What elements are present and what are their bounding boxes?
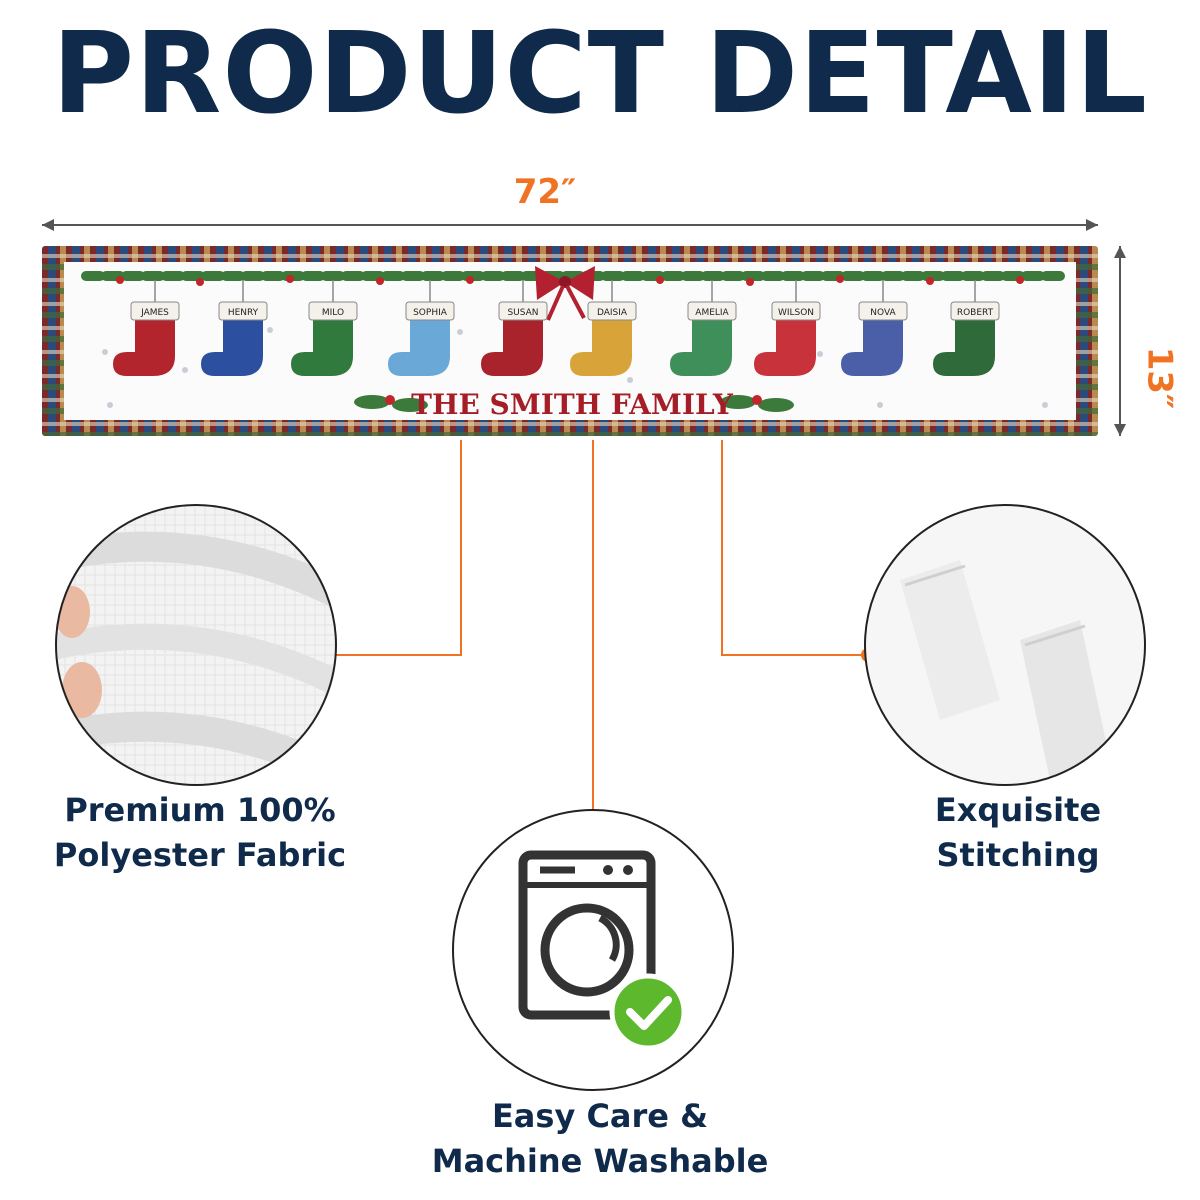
stocking-name: SUSAN	[507, 308, 538, 318]
stockings: JAMES HENRY MILO SOPHIA SUSAN DAISIA AMELIA WIL…	[113, 280, 1000, 376]
stitching-closeup-image	[864, 504, 1146, 786]
checkmark-icon	[609, 973, 687, 1051]
stocking-name: SOPHIA	[413, 308, 448, 318]
holly-sprig-right	[720, 395, 794, 412]
stocking-name: MILO	[322, 308, 344, 318]
feature-fabric-caption: Premium 100% Polyester Fabric	[0, 788, 400, 878]
feature-stitching-line1: Exquisite	[934, 791, 1102, 829]
stocking: SUSAN	[481, 280, 548, 376]
family-name-text: THE SMITH FAMILY	[411, 388, 734, 421]
height-arrow	[1114, 246, 1126, 436]
stocking: ROBERT	[933, 280, 1000, 376]
stocking: WILSON	[754, 280, 821, 376]
stocking: AMELIA	[670, 280, 737, 376]
stocking: NOVA	[841, 280, 908, 376]
page-title: PRODUCT DETAIL	[52, 9, 1148, 139]
table-runner: JAMES HENRY MILO SOPHIA SUSAN DAISIA AMELIA WIL…	[42, 246, 1098, 436]
stocking-name: WILSON	[778, 308, 814, 318]
holly-sprig-left	[354, 395, 428, 412]
holly-garland	[81, 271, 1065, 286]
feature-stitching-caption: Exquisite Stitching	[868, 788, 1168, 878]
washing-machine-icon	[452, 809, 734, 1091]
callout-lines	[316, 440, 868, 818]
stocking-name: HENRY	[228, 308, 259, 318]
feature-fabric-line2: Polyester Fabric	[53, 835, 347, 874]
stocking: MILO	[291, 280, 358, 376]
width-dimension-label: 72″	[513, 172, 577, 212]
snowflake-decor	[102, 327, 1048, 408]
stocking: DAISIA	[570, 280, 637, 376]
stocking-name: DAISIA	[597, 308, 628, 318]
bow-icon	[535, 266, 595, 321]
feature-washable-caption: Easy Care & Machine Washable	[400, 1094, 800, 1184]
stocking: HENRY	[201, 280, 268, 376]
stocking: SOPHIA	[388, 280, 455, 376]
feature-washable-line1: Easy Care &	[491, 1097, 709, 1135]
feature-fabric-line1: Premium 100%	[64, 791, 336, 829]
stocking-name: AMELIA	[695, 308, 729, 318]
fabric-closeup-image	[55, 504, 337, 786]
feature-washable-line2: Machine Washable	[431, 1141, 769, 1180]
width-arrow	[42, 219, 1098, 231]
stocking-name: JAMES	[140, 308, 169, 318]
stocking: JAMES	[113, 280, 180, 376]
stocking-name: ROBERT	[957, 308, 994, 318]
stocking-name: NOVA	[870, 308, 896, 318]
feature-stitching-line2: Stitching	[936, 835, 1100, 874]
